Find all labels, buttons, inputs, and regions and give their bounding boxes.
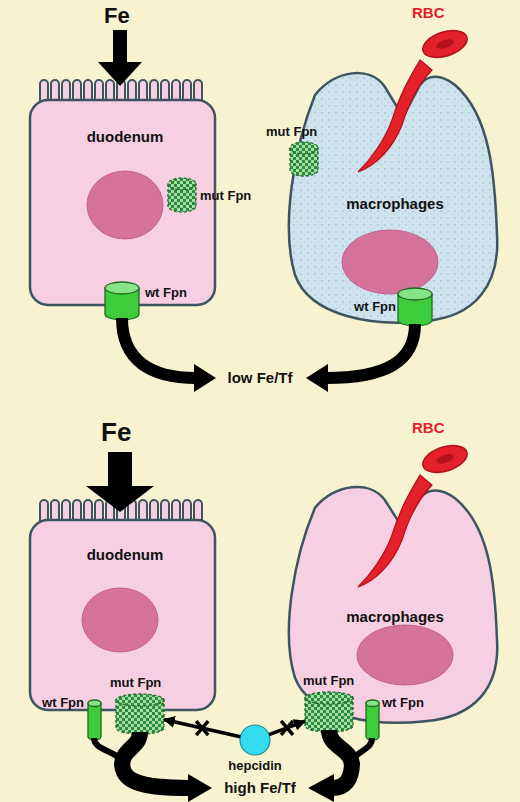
nucleus xyxy=(357,625,453,685)
wt-node: wt Fpn xyxy=(105,282,139,320)
macro-node: macrophages mut Fpn wt Fpn xyxy=(285,55,500,325)
mut-node: mut Fpn xyxy=(168,178,196,212)
cross-stroke xyxy=(281,721,293,735)
node-text: duodenum xyxy=(70,128,180,146)
iron-flow-arrow xyxy=(94,738,122,766)
fe-arrow-shaft xyxy=(113,30,127,64)
cell-body xyxy=(30,520,215,710)
cell-node: duodenum wt Fpn mut Fpn xyxy=(30,520,215,710)
figure-label: Fe xyxy=(104,3,144,28)
wt-shape xyxy=(366,700,379,740)
node-text: macrophages xyxy=(340,608,450,626)
cross-stroke xyxy=(196,721,208,735)
figure-label: Fe xyxy=(101,418,151,447)
figure-label: RBC xyxy=(412,4,472,22)
iron-flow-arrow xyxy=(122,318,196,378)
wt-shape xyxy=(105,282,139,320)
nucleus xyxy=(87,171,163,239)
inhibited-arrow xyxy=(164,719,240,736)
iron-flow-head xyxy=(306,364,328,392)
wt-shape xyxy=(398,288,432,326)
cross-stroke xyxy=(196,721,208,735)
macrophage-body xyxy=(289,73,497,323)
hep-shape xyxy=(240,725,270,755)
cylinder-top xyxy=(305,692,353,704)
block-cross xyxy=(281,721,293,735)
iron-flow-arrow xyxy=(326,324,415,378)
node-text: wt Fpn xyxy=(145,284,205,302)
iron-flow-arrow xyxy=(329,730,352,766)
node-text: macrophages xyxy=(340,195,450,213)
wt-node: wt Fpn xyxy=(88,700,101,740)
cross-stroke xyxy=(281,721,293,735)
wt-shape xyxy=(88,700,101,740)
macro-shape xyxy=(285,55,500,325)
cylinder-top xyxy=(88,700,101,707)
fe-arrow-head xyxy=(86,486,154,512)
iron-flow-arrow xyxy=(352,738,372,766)
node-text: mut Fpn xyxy=(303,672,363,690)
macrophage-body xyxy=(289,487,497,723)
cylinder-top xyxy=(398,288,432,300)
red-blood-cell xyxy=(358,25,471,172)
iron-flow-arrow xyxy=(332,762,352,788)
cylinder-body xyxy=(366,703,379,740)
node-text: wt Fpn xyxy=(34,694,84,712)
cylinder-body xyxy=(88,703,101,740)
red-blood-cell xyxy=(358,440,471,587)
cell-body xyxy=(30,100,215,305)
node-text: wt Fpn xyxy=(382,694,432,712)
cylinder-top xyxy=(116,694,164,706)
hepcidin-circle xyxy=(240,725,270,755)
hep-node: hepcidin xyxy=(240,725,270,755)
mut-shape xyxy=(116,694,164,734)
fe-arrow-shaft xyxy=(108,452,132,488)
iron-flow-arrow xyxy=(122,762,190,788)
node-text: wt Fpn xyxy=(342,298,396,316)
cylinder-top xyxy=(290,142,318,154)
block-cross xyxy=(196,721,208,735)
mut-shape xyxy=(168,178,196,212)
iron-flow-head xyxy=(308,774,334,802)
fe-arrow-head xyxy=(98,62,142,86)
mut-shape xyxy=(305,692,353,732)
iron-flow-head xyxy=(188,774,212,802)
wt-node: wt Fpn xyxy=(366,700,379,740)
macro-node: macrophages mut Fpn wt Fpn xyxy=(285,470,500,725)
inhibited-arrow xyxy=(269,721,305,735)
cylinder-top xyxy=(105,282,139,294)
figure-label: RBC xyxy=(412,419,472,437)
iron-flow-head xyxy=(194,364,216,392)
edge-layer xyxy=(164,719,305,736)
node-text: duodenum xyxy=(70,546,180,564)
iron-flow-arrow xyxy=(122,732,140,766)
node-text: hepcidin xyxy=(220,757,290,775)
wt-node: wt Fpn xyxy=(398,288,432,326)
node-text: mut Fpn xyxy=(110,674,170,692)
node-text: mut Fpn xyxy=(200,187,260,205)
cell-node: duodenum mut Fpn wt Fpn xyxy=(30,100,215,305)
cylinder-top xyxy=(168,178,196,190)
mut-shape xyxy=(290,142,318,176)
mut-node: mut Fpn xyxy=(305,692,353,732)
nucleus xyxy=(342,230,438,294)
nucleus xyxy=(82,588,158,652)
cylinder-top xyxy=(366,700,379,707)
figure-label: high Fe/Tf xyxy=(210,779,310,797)
mut-node: mut Fpn xyxy=(116,694,164,734)
node-text: mut Fpn xyxy=(266,123,336,141)
figure-label: low Fe/Tf xyxy=(210,369,310,387)
mut-node: mut Fpn xyxy=(290,142,318,176)
